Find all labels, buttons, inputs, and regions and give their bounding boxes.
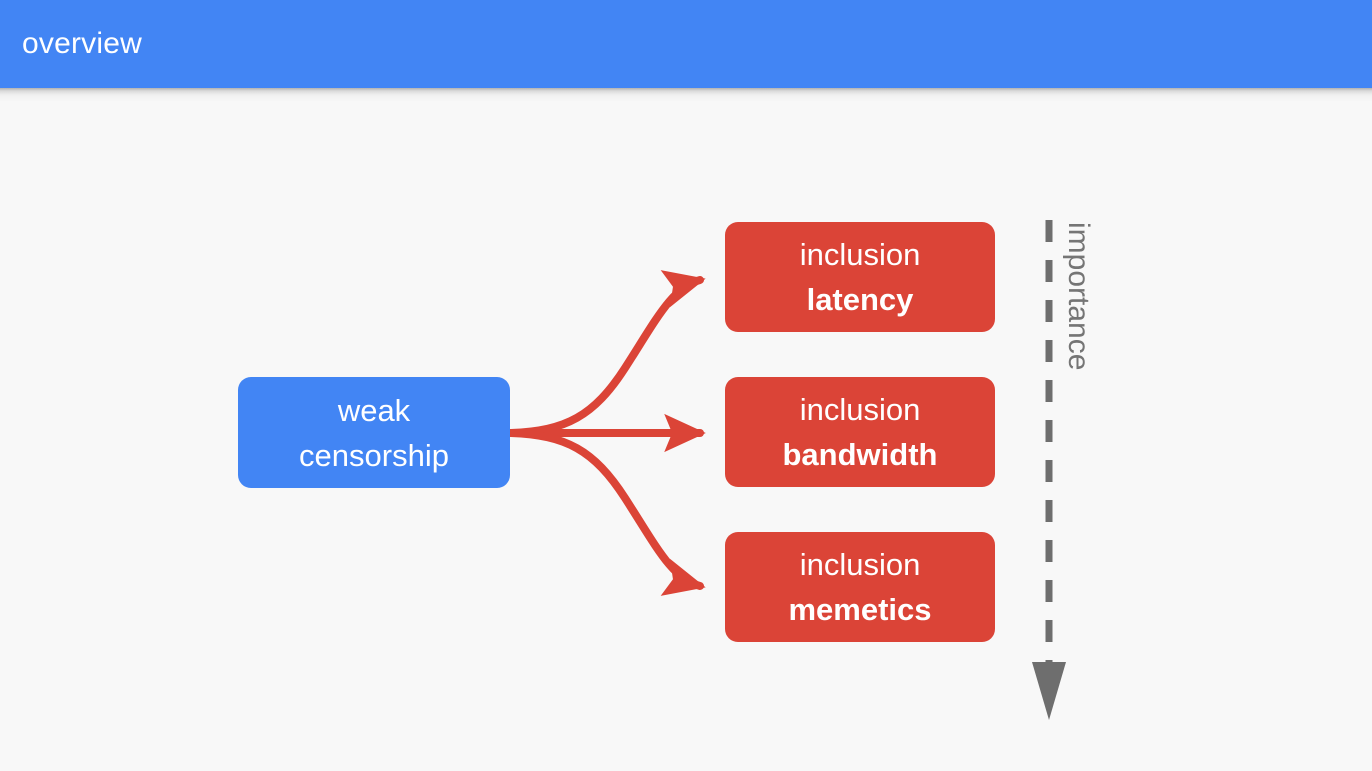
node-line-1: inclusion — [799, 237, 921, 272]
node-line-1: inclusion — [799, 547, 921, 582]
node-line-2: bandwidth — [782, 437, 938, 472]
edge-to-latency — [507, 270, 706, 437]
diagram-canvas: weak censorship inclusion latency inclus… — [0, 100, 1372, 771]
importance-axis-arrow — [1032, 220, 1066, 720]
node-line-2: censorship — [299, 437, 449, 473]
node-inclusion-bandwidth[interactable]: inclusion bandwidth — [725, 377, 995, 487]
node-inclusion-latency[interactable]: inclusion latency — [725, 222, 995, 332]
axis-arrowhead-icon — [1032, 662, 1066, 720]
node-line-2: memetics — [788, 592, 932, 627]
edge-layer — [507, 270, 706, 596]
header-shadow — [0, 88, 1372, 102]
node-line-2: latency — [806, 282, 914, 317]
node-line-1: weak — [337, 392, 411, 428]
page-title: overview — [22, 27, 142, 60]
node-inclusion-memetics[interactable]: inclusion memetics — [725, 532, 995, 642]
header-bar: overview — [0, 0, 1372, 88]
node-weak-censorship[interactable]: weak censorship — [238, 377, 510, 488]
edge-to-memetics — [507, 429, 706, 596]
importance-axis-label: importance — [1062, 222, 1095, 371]
node-line-1: inclusion — [799, 392, 921, 427]
